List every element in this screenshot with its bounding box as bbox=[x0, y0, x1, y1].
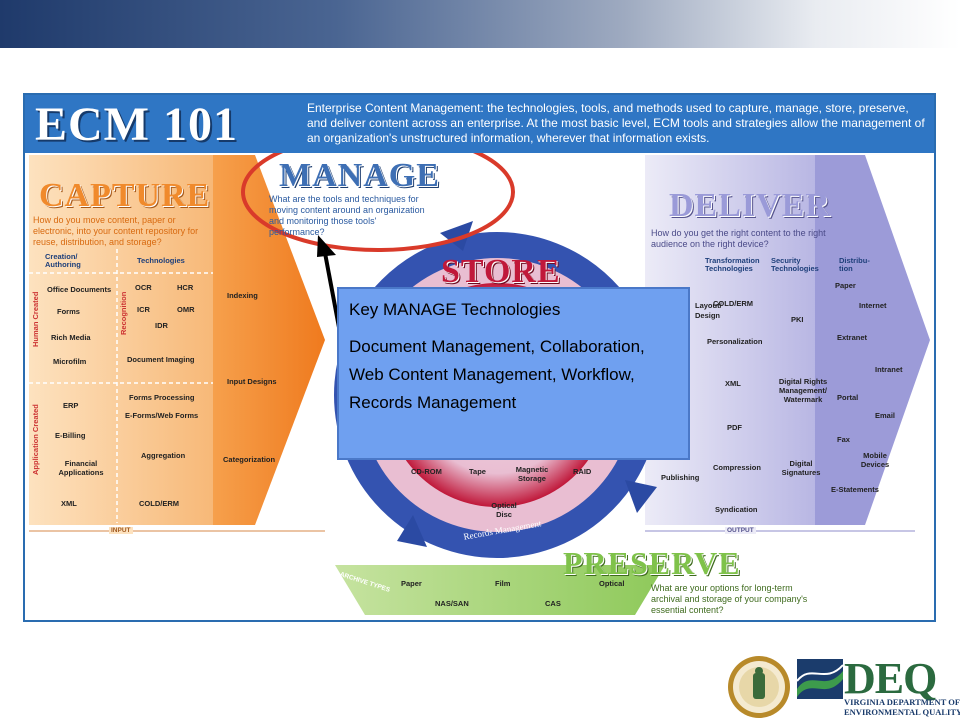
col-security-header: Security Technologies bbox=[771, 256, 819, 273]
capture-item: ERP bbox=[63, 401, 79, 410]
manage-title: MANAGE bbox=[279, 157, 440, 194]
deliver-title: DELIVER bbox=[669, 187, 831, 224]
distribution-item: Extranet bbox=[837, 333, 868, 342]
transformation-item: COLD/ERM bbox=[713, 299, 753, 308]
callout-body: Document Management, Collaboration, Web … bbox=[349, 337, 645, 412]
capture-arrow-item: Indexing bbox=[227, 291, 258, 300]
output-label: OUTPUT bbox=[725, 527, 756, 534]
transformation-item: PDF bbox=[727, 423, 742, 432]
tech-item: E-Forms/Web Forms bbox=[125, 411, 199, 420]
transformation-item: Syndication bbox=[715, 505, 758, 514]
capture-item: Forms bbox=[57, 307, 80, 316]
col-technologies-header: Technologies bbox=[137, 256, 185, 265]
distribution-item: Internet bbox=[859, 301, 887, 310]
ring-arrowhead bbox=[625, 480, 657, 513]
capture-item: E-Billing bbox=[55, 431, 86, 440]
preserve-item: CAS bbox=[545, 599, 561, 608]
store-item: Magnetic Storage bbox=[515, 465, 549, 483]
col-creation-header: Creation/ Authoring bbox=[45, 252, 81, 269]
security-item: Digital Rights Management/ Watermark bbox=[778, 377, 828, 404]
tech-item: OCR bbox=[135, 283, 152, 292]
capture-arrow bbox=[213, 155, 325, 525]
deliver-question: How do you get the right content to the … bbox=[651, 228, 826, 249]
poster-title: ECM 101 bbox=[35, 98, 238, 151]
tech-item: Forms Processing bbox=[129, 393, 195, 402]
capture-panel bbox=[29, 155, 215, 525]
capture-item: Rich Media bbox=[51, 333, 91, 342]
capture-question: How do you move content, paper or electr… bbox=[33, 215, 199, 247]
label-application-created: Application Created bbox=[31, 404, 40, 475]
transformation-item: Compression bbox=[713, 463, 761, 472]
preserve-item: Optical bbox=[599, 579, 625, 588]
preserve-question: What are your options for long-term arch… bbox=[651, 583, 808, 615]
deliver-arrow bbox=[815, 155, 930, 525]
store-item: CD-ROM bbox=[411, 467, 442, 476]
security-item: PKI bbox=[791, 315, 804, 324]
ring-arrowhead bbox=[397, 515, 427, 547]
callout-title: Key MANAGE Technologies bbox=[349, 300, 561, 319]
preserve-item: NAS/SAN bbox=[435, 599, 469, 608]
capture-arrow-item: Input Designs bbox=[227, 377, 277, 386]
deq-logo-mark bbox=[797, 659, 844, 699]
input-label: INPUT bbox=[109, 527, 133, 534]
distribution-item: Mobile Devices bbox=[860, 451, 890, 469]
partial-item: Design bbox=[695, 311, 721, 320]
transformation-item: Personalization bbox=[707, 337, 763, 346]
distribution-item: Paper bbox=[835, 281, 856, 290]
preserve-band bbox=[335, 565, 665, 615]
distribution-item: E-Statements bbox=[831, 485, 879, 494]
distribution-item: Intranet bbox=[875, 365, 903, 374]
manage-question: What are the tools and techniques for mo… bbox=[269, 194, 425, 237]
store-item: RAID bbox=[573, 467, 592, 476]
security-item: Digital Signatures bbox=[781, 459, 821, 477]
col-transformation-header: Transformation Technologies bbox=[705, 256, 760, 273]
tech-item: OMR bbox=[177, 305, 195, 314]
capture-item: Financial Applications bbox=[58, 459, 104, 477]
preserve-item: Film bbox=[495, 579, 511, 588]
poster-description: Enterprise Content Management: the techn… bbox=[307, 101, 925, 145]
capture-title: CAPTURE bbox=[39, 177, 211, 214]
virginia-seal-logo bbox=[728, 656, 790, 718]
label-human-created: Human Created bbox=[31, 291, 40, 347]
ring-arrowhead bbox=[440, 221, 473, 251]
deq-subtitle-2: ENVIRONMENTAL QUALITY bbox=[844, 707, 960, 717]
deq-logo-text: DEQ bbox=[844, 654, 937, 703]
preserve-title: PRESERVE bbox=[563, 545, 741, 581]
manage-technologies-callout: Key MANAGE Technologies Document Managem… bbox=[337, 287, 690, 460]
deq-subtitle-1: VIRGINIA DEPARTMENT OF bbox=[844, 697, 960, 707]
pointer-arrowhead bbox=[317, 235, 336, 257]
poster-header: ECM 101 Enterprise Content Management: t… bbox=[25, 95, 934, 153]
capture-arrow-item: Categorization bbox=[223, 455, 276, 464]
tech-item: HCR bbox=[177, 283, 194, 292]
partial-item: Layout/ bbox=[695, 301, 722, 310]
tech-item: Document Imaging bbox=[127, 355, 195, 364]
title-bar-gradient bbox=[0, 0, 960, 48]
distribution-item: Email bbox=[875, 411, 896, 420]
label-recognition: Recognition bbox=[119, 291, 128, 335]
tech-item: COLD/ERM bbox=[139, 499, 179, 508]
partial-item: Publishing bbox=[661, 473, 700, 482]
tech-item: IDR bbox=[155, 321, 168, 330]
store-item: Optical Disc bbox=[491, 501, 517, 519]
transformation-item: XML bbox=[725, 379, 741, 388]
col-distribution-header: Distribu- tion bbox=[839, 256, 870, 273]
store-item: Tape bbox=[469, 467, 486, 476]
preserve-item: Paper bbox=[401, 579, 422, 588]
capture-item: Microfilm bbox=[53, 357, 87, 366]
distribution-item: Portal bbox=[837, 393, 859, 402]
distribution-item: Fax bbox=[837, 435, 850, 444]
capture-item: Office Documents bbox=[47, 285, 112, 294]
tech-item: Aggregation bbox=[141, 451, 186, 460]
capture-item: XML bbox=[61, 499, 77, 508]
store-title: STORE bbox=[441, 253, 561, 290]
tech-item: ICR bbox=[137, 305, 150, 314]
